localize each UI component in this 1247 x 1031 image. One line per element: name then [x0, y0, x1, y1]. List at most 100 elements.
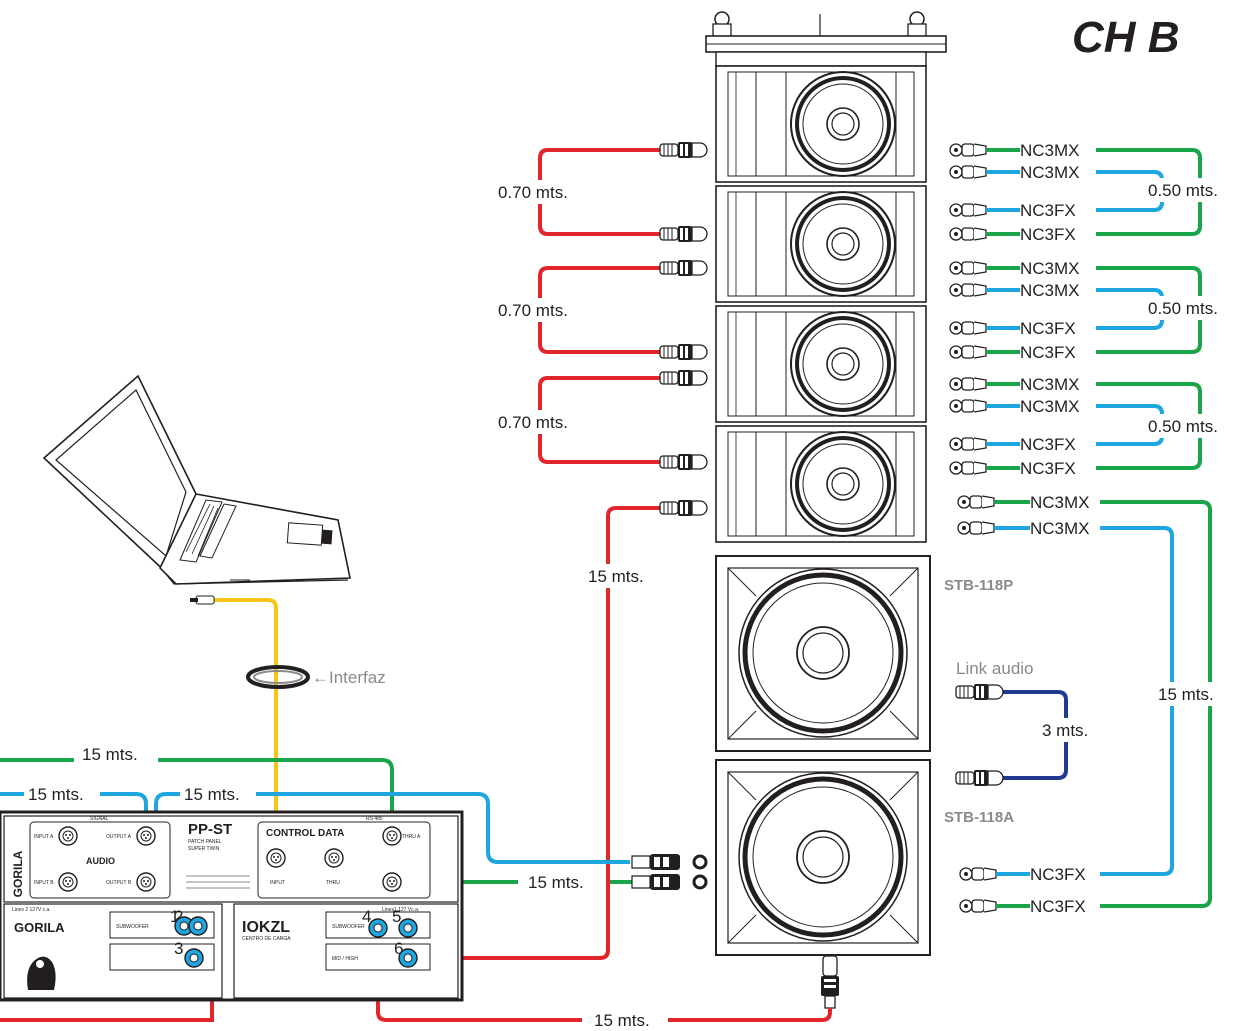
blue-left-length-label: 15 mts.	[28, 785, 84, 804]
subwoofer-label-right: SUBWOOFER	[332, 924, 365, 930]
line-array-cabinet	[716, 426, 926, 542]
connector-label: NC3FX	[1020, 459, 1076, 478]
connector-label: NC3FX	[1020, 343, 1076, 362]
control-thru-a-label: THRU A	[402, 834, 421, 840]
connector-label: NC3MX	[1020, 259, 1080, 278]
green-right-length-label: 15 mts.	[528, 873, 584, 892]
speakon-port-3[interactable]	[185, 949, 203, 967]
connector-label: NC3FX	[1030, 865, 1086, 884]
rack-brand-vertical: GORILA	[11, 850, 25, 897]
control-thru-b-port[interactable]	[383, 873, 401, 891]
page-title: CH B	[1072, 13, 1180, 62]
jumper-length-label: 0.70 mts.	[498, 413, 568, 432]
xlr-connector	[660, 370, 707, 386]
xlr-connector	[660, 226, 707, 242]
group-length-label: 0.50 mts.	[1148, 181, 1218, 200]
nc3fx-connector	[950, 228, 986, 240]
input-b-port[interactable]	[59, 873, 77, 891]
subwoofer-link: STB-118P STB-118A Link audio 3 mts.	[944, 577, 1102, 826]
xlr-connector	[956, 684, 1003, 700]
mid-high-label: MID / HIGH	[332, 956, 358, 962]
speakon-port-6[interactable]	[399, 949, 417, 967]
nc3fx-connector	[950, 346, 986, 358]
speakon-port-2[interactable]	[189, 917, 207, 935]
load-center-brand: IOKZL	[242, 919, 290, 936]
feed-length-label: 15 mts.	[588, 567, 644, 586]
nc3mx-connector	[950, 284, 986, 296]
nc3fx-connector	[950, 438, 986, 450]
lines2-label: Lines 2 127V c.a.	[12, 907, 51, 913]
line-array-stack	[706, 12, 946, 1008]
rigging-frame	[706, 12, 946, 66]
speakon-port-4[interactable]	[369, 919, 387, 937]
pp-subtitle-2: SUPER TWIN	[188, 846, 220, 852]
long-run-length-label: 15 mts.	[1158, 685, 1214, 704]
speakon-port-5[interactable]	[399, 919, 417, 937]
output-a-label: OUTPUT A	[106, 834, 132, 840]
xlr-connector	[660, 260, 707, 276]
subwoofer-cabinet	[716, 760, 930, 955]
jumper-cable: 0.70 mts.	[496, 260, 707, 360]
nc3mx-connector	[958, 496, 994, 508]
laptop-icon	[44, 376, 350, 584]
control-thru-label: THRU	[326, 880, 340, 886]
connector-label: NC3MX	[1030, 493, 1090, 512]
connector-label: NC3MX	[1020, 375, 1080, 394]
line-array-cabinet	[716, 186, 926, 302]
control-input-port[interactable]	[267, 849, 285, 867]
input-a-port[interactable]	[59, 827, 77, 845]
xlr-connector	[660, 500, 707, 516]
load-center-subtitle: CENTRO DE CARGA	[242, 936, 291, 942]
subwoofer-label-bottom: STB-118A	[944, 809, 1014, 826]
output-b-label: OUTPUT B	[106, 880, 132, 886]
jumper-cables-left: 0.70 mts. 0.70 mts. 0.70 mts.	[496, 142, 707, 470]
output-a-port[interactable]	[137, 827, 155, 845]
connector-label: NC3FX	[1020, 319, 1076, 338]
usb-plug-icon	[190, 596, 214, 604]
input-b-label: INPUT B	[34, 880, 54, 886]
bottom-speakon-connector	[821, 956, 839, 1008]
interface-label: ←Interfaz	[312, 668, 386, 687]
group-length-label: 0.50 mts.	[1148, 299, 1218, 318]
pp-title: PP-ST	[188, 821, 232, 838]
link-audio-label: Link audio	[956, 659, 1034, 678]
rack-brand: GORILA	[14, 920, 65, 935]
line-array-cabinet	[716, 66, 926, 182]
nc3fx-connector	[960, 868, 996, 880]
subwoofer-label-left: SUBWOOFER	[116, 924, 149, 930]
connector-label: NC3MX	[1020, 141, 1080, 160]
blue-mid-length-label: 15 mts.	[184, 785, 240, 804]
group-length-label: 0.50 mts.	[1148, 417, 1218, 436]
nc3mx-connector	[950, 144, 986, 156]
xlr-connector	[660, 344, 707, 360]
nc3fx-connector	[950, 322, 986, 334]
connector-label: NC3MX	[1020, 397, 1080, 416]
control-thru-port[interactable]	[325, 849, 343, 867]
xlr-connector	[956, 770, 1003, 786]
connector-label: NC3MX	[1020, 163, 1080, 182]
nc3mx-connector	[958, 522, 994, 534]
nc3fx-connector	[950, 204, 986, 216]
control-input-label: INPUT	[270, 880, 285, 886]
jumper-cable: 0.70 mts.	[496, 142, 707, 242]
xlr-connector	[660, 142, 707, 158]
nc3mx-connector	[950, 166, 986, 178]
link-length-label: 3 mts.	[1042, 721, 1088, 740]
patch-panel-rack: GORILA SIGNAL INPUT A INPUT B OUTPUT A O…	[0, 812, 462, 1000]
output-b-port[interactable]	[137, 873, 155, 891]
pp-subtitle-1: PATCH PANEL	[188, 839, 222, 845]
nc3mx-connector	[950, 378, 986, 390]
jumper-group: 0.50 mts. NC3MX NC3MX NC3FX NC3FX	[950, 259, 1242, 362]
control-thru-a-port[interactable]	[383, 827, 401, 845]
green-top-length-label: 15 mts.	[82, 745, 138, 764]
nc3mx-connector	[950, 400, 986, 412]
connector-label: NC3MX	[1030, 519, 1090, 538]
input-a-label: INPUT A	[34, 834, 54, 840]
jumper-group: 0.50 mts. NC3MX NC3MX NC3FX NC3FX	[950, 375, 1242, 478]
long-run-cable: 15 mts. NC3MX NC3MX NC3FX NC3FX	[958, 493, 1230, 916]
connector-label: NC3FX	[1020, 201, 1076, 220]
jumper-group: 0.50 mts. NC3MX NC3MX NC3FX NC3FX	[950, 141, 1242, 244]
audio-title: AUDIO	[86, 856, 115, 866]
xlr-connector	[632, 854, 706, 870]
